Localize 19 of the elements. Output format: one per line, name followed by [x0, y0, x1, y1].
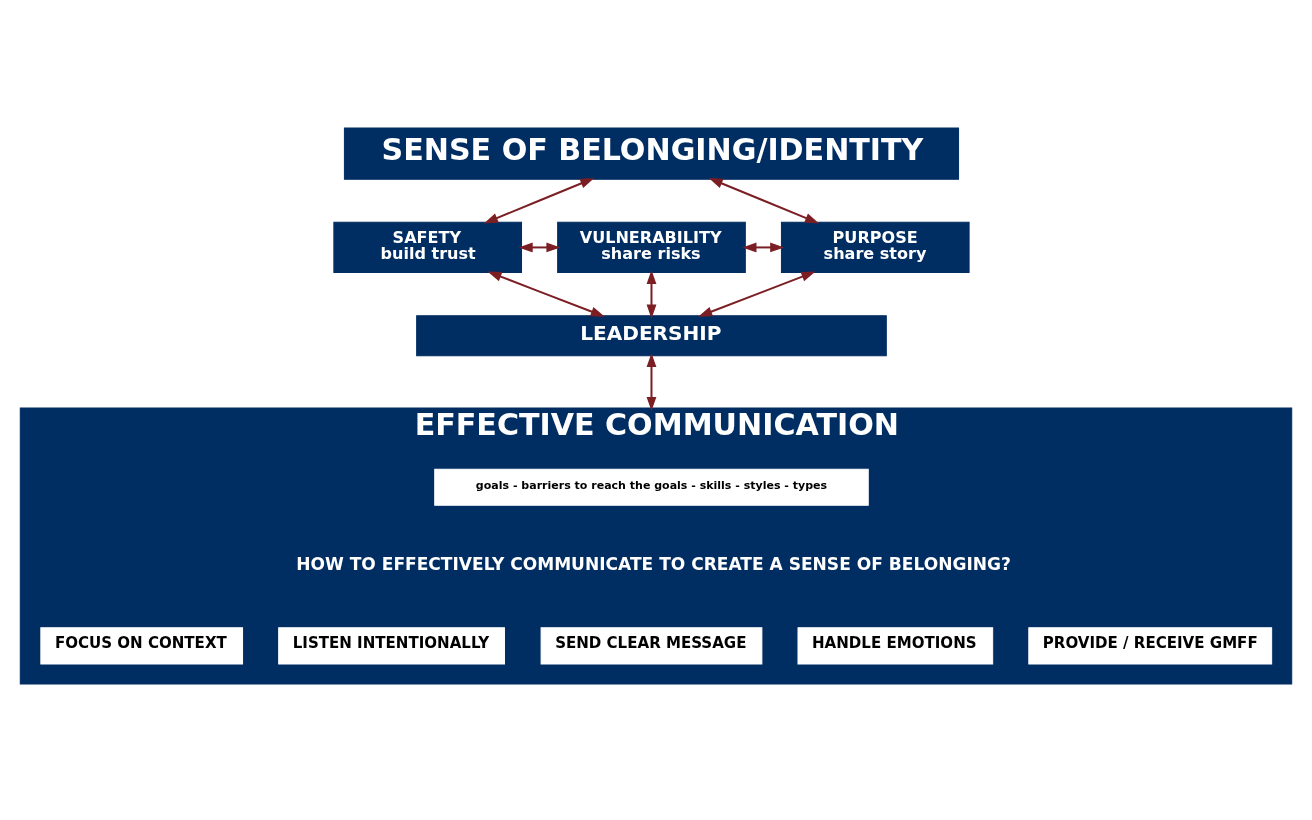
node-box: SEND CLEAR MESSAGE [540, 627, 763, 665]
arrow [483, 178, 595, 224]
arrow [646, 352, 657, 412]
node-box: PROVIDE / RECEIVE GMFF [1028, 627, 1273, 665]
node-box: LISTEN INTENTIONALLY [278, 627, 505, 665]
node-box: FOCUS ON CONTEXT [40, 627, 244, 665]
node-box: VULNERABILITY share risks [557, 221, 746, 273]
arrow [646, 269, 657, 319]
node-box: LEADERSHIP [416, 315, 887, 357]
node-box: PURPOSE share story [780, 221, 970, 273]
arrow [708, 178, 820, 224]
arrow [698, 271, 816, 317]
arrow [518, 242, 561, 253]
arrow [742, 242, 785, 253]
node-box: HANDLE EMOTIONS [797, 627, 994, 665]
node-box: SENSE OF BELONGING/IDENTITY [343, 127, 960, 180]
node-box: SAFETY build trust [333, 221, 523, 273]
node-box: goals - barriers to reach the goals - skills - styles - types [434, 468, 869, 506]
arrow [487, 271, 605, 317]
